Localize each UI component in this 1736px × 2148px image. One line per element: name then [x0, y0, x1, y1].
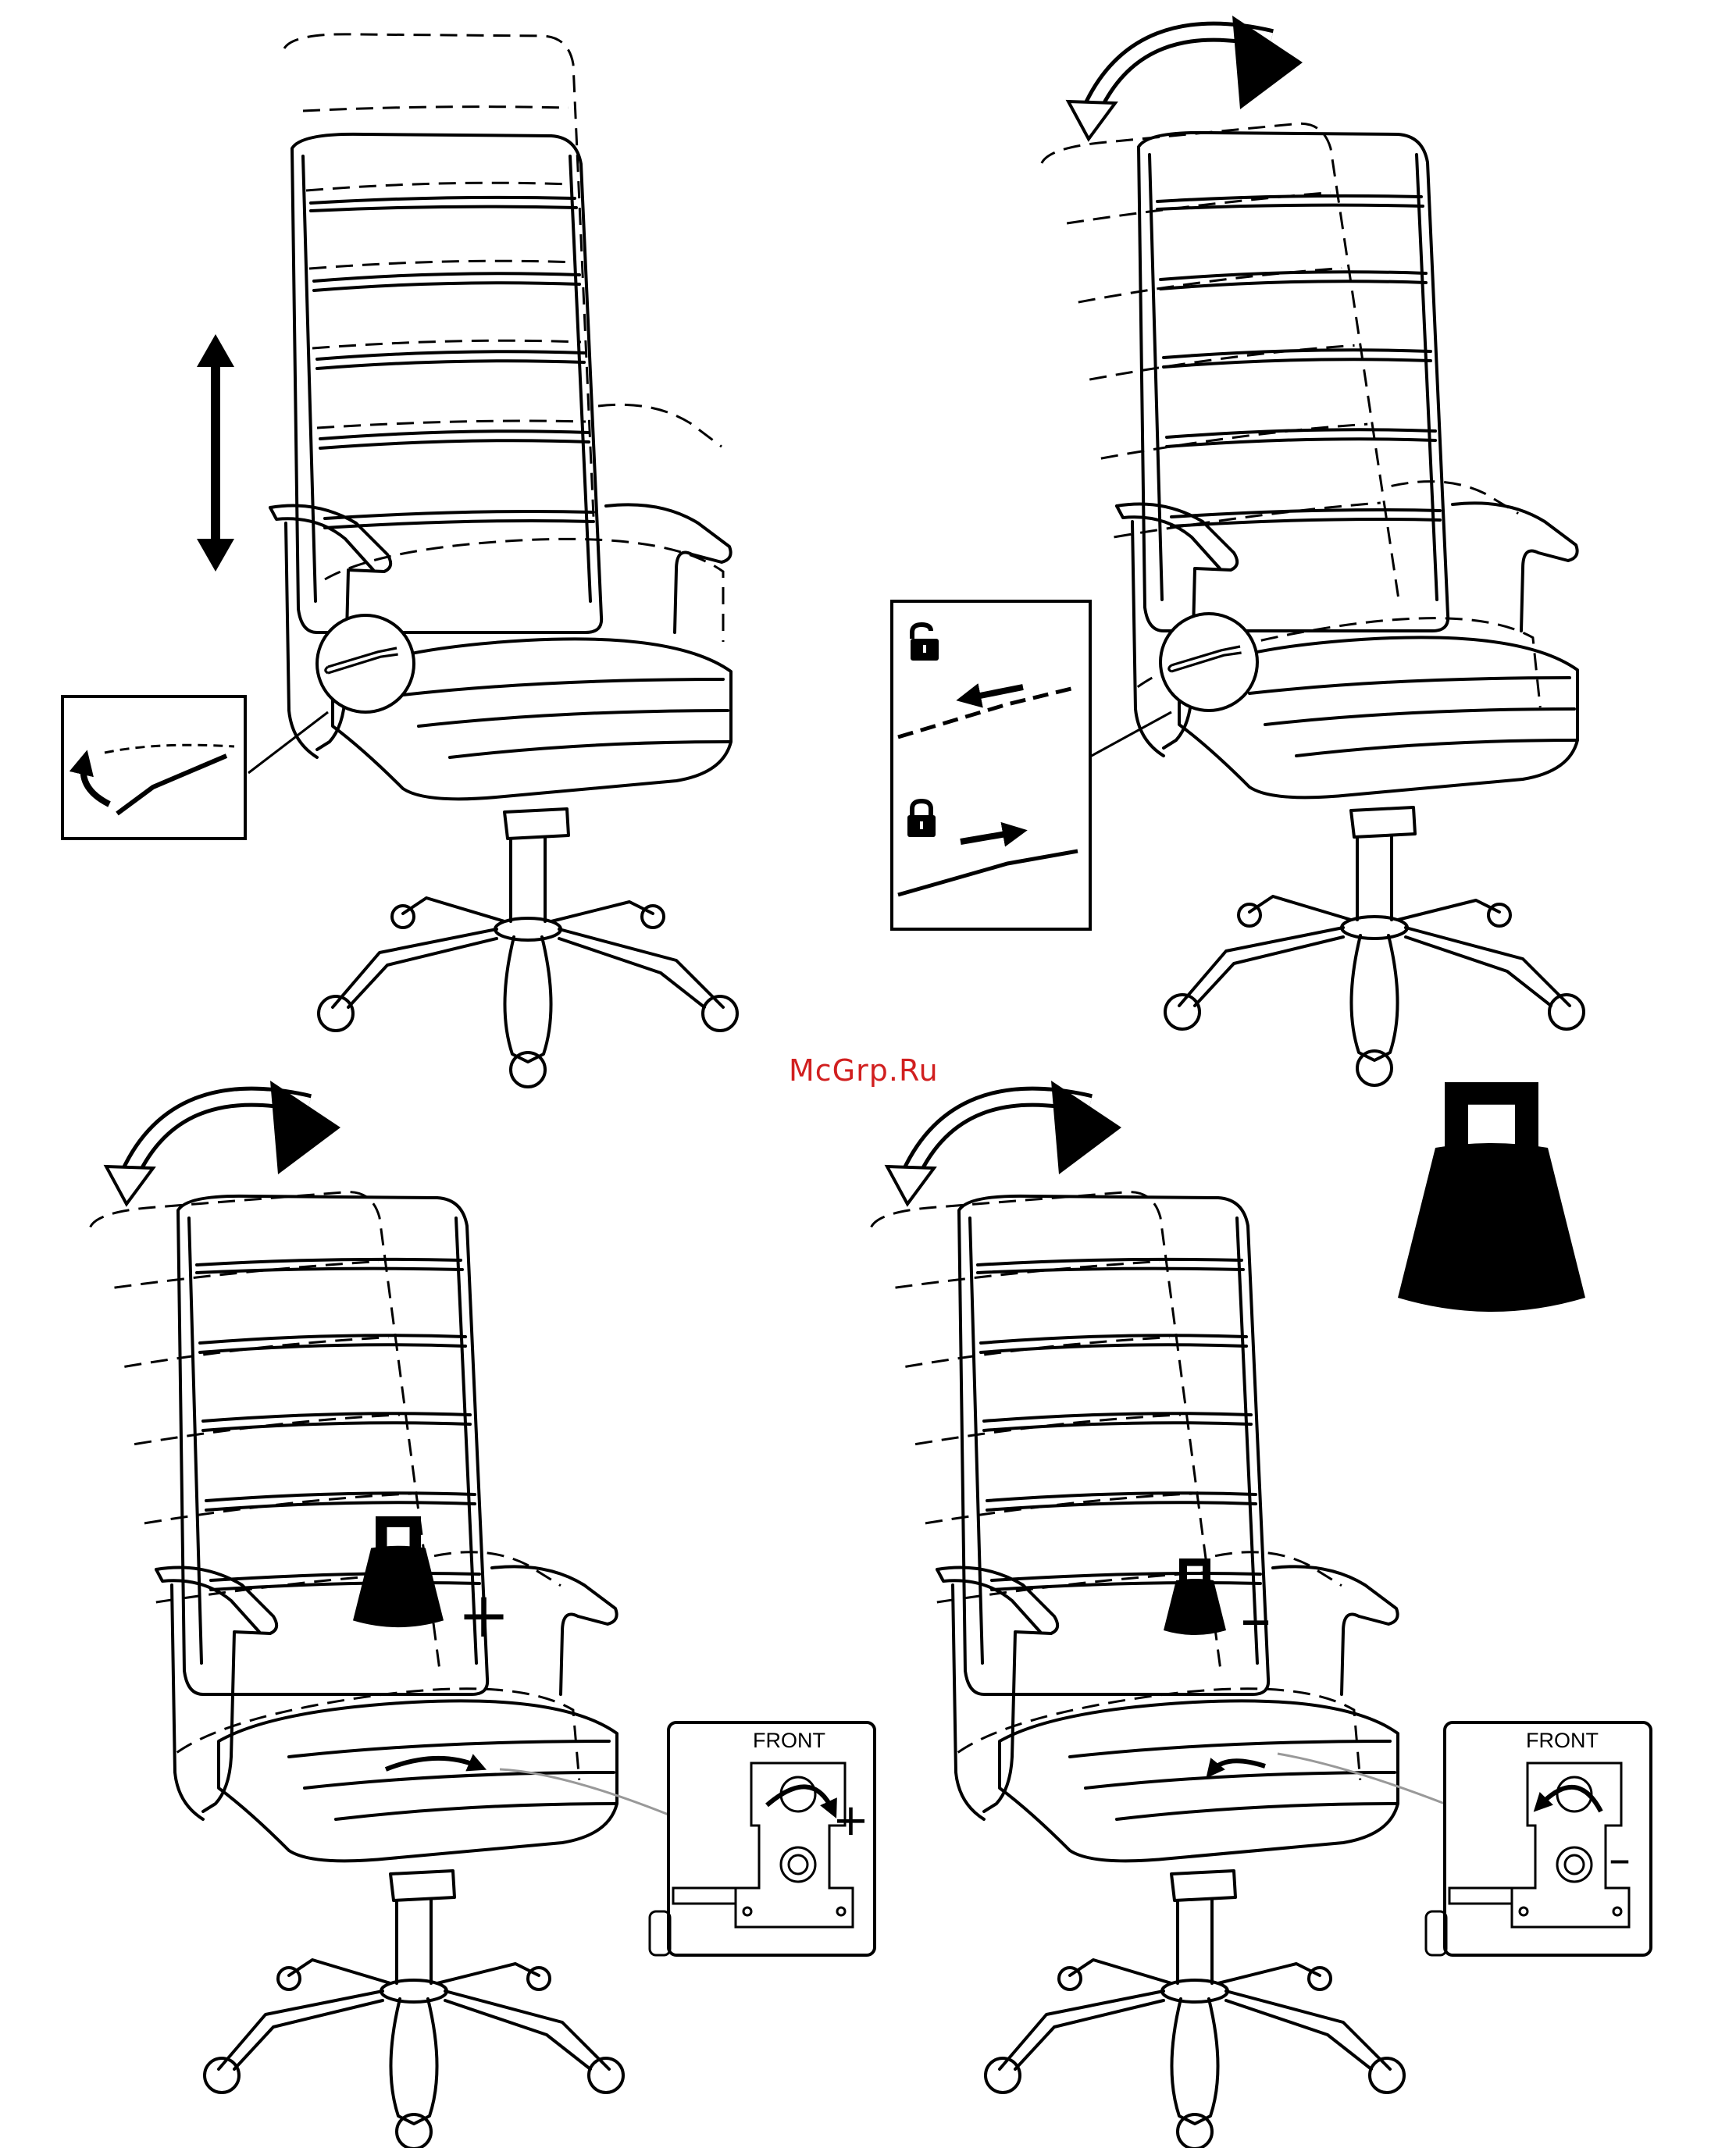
weight-icon — [353, 1516, 444, 1627]
tension-minus-sign: – — [1240, 1582, 1271, 1655]
rocking-arrow-icon — [887, 1081, 1121, 1204]
panel-height-adjustment — [62, 34, 737, 1087]
lever-detail-circle — [1160, 614, 1257, 711]
lever-lift-inset — [62, 696, 245, 839]
knob-rotate-arrow — [1212, 1761, 1265, 1771]
tension-decrease-inset: FRONT – — [1426, 1722, 1651, 1955]
tension-plus-sign: + — [458, 1579, 510, 1651]
legend-weight-icon — [1398, 1082, 1585, 1312]
front-label: FRONT — [753, 1729, 825, 1752]
double-arrow-vertical-icon — [197, 334, 234, 572]
panel-tilt-lock — [892, 16, 1584, 1085]
watermark: McGrp.Ru — [789, 1053, 939, 1088]
rocking-arrow-icon — [1068, 16, 1303, 139]
knob-rotate-arrow — [386, 1758, 478, 1769]
panel-tension-increase: + FRONT + — [89, 1081, 875, 2148]
inset-minus-sign: – — [1609, 1834, 1631, 1885]
front-label: FRONT — [1526, 1729, 1599, 1752]
tilt-lock-inset — [892, 601, 1090, 929]
inset-plus-sign: + — [832, 1795, 869, 1846]
weight-icon — [1164, 1558, 1226, 1635]
rocking-arrow-icon — [106, 1081, 340, 1204]
tension-increase-inset: FRONT + — [650, 1722, 875, 1955]
lever-detail-circle — [317, 615, 414, 712]
